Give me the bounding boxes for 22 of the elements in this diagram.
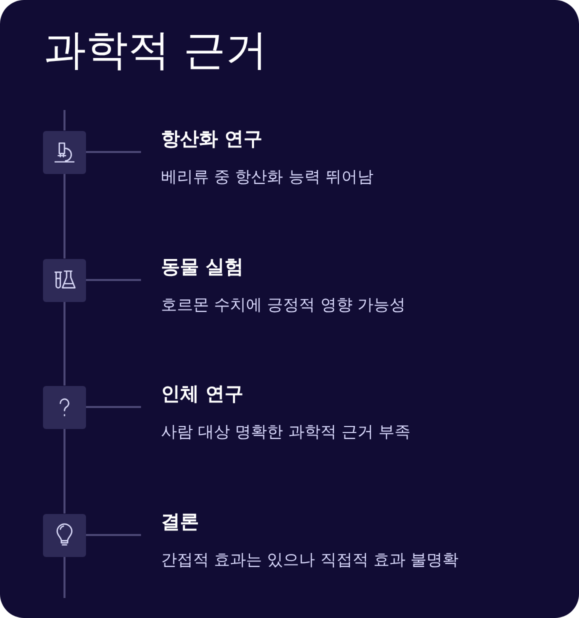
connector-line: [86, 406, 141, 408]
icon-tile: [43, 514, 86, 556]
heading: 결론: [161, 510, 200, 534]
heading: 항산화 연구: [161, 127, 264, 151]
timeline-line: [64, 174, 66, 258]
connector-line: [86, 151, 141, 153]
timeline-line: [64, 110, 66, 130]
timeline-line: [64, 428, 66, 514]
connector-line: [86, 534, 141, 536]
heading: 동물 실험: [161, 255, 245, 279]
description: 사람 대상 명확한 과학적 근거 부족: [161, 422, 412, 442]
timeline-line: [64, 556, 66, 598]
icon-tile: [43, 386, 86, 428]
timeline-line: [64, 302, 66, 386]
description: 호르몬 수치에 긍정적 영향 가능성: [161, 295, 406, 315]
heading: 인체 연구: [161, 382, 245, 406]
icon-tile: [43, 130, 86, 174]
description: 베리류 중 항산화 능력 뛰어남: [161, 167, 374, 187]
description: 간접적 효과는 있으나 직접적 효과 불명확: [161, 550, 460, 570]
title: 과학적 근거: [44, 24, 268, 76]
icon-tile: [43, 258, 86, 302]
connector-line: [86, 279, 141, 281]
